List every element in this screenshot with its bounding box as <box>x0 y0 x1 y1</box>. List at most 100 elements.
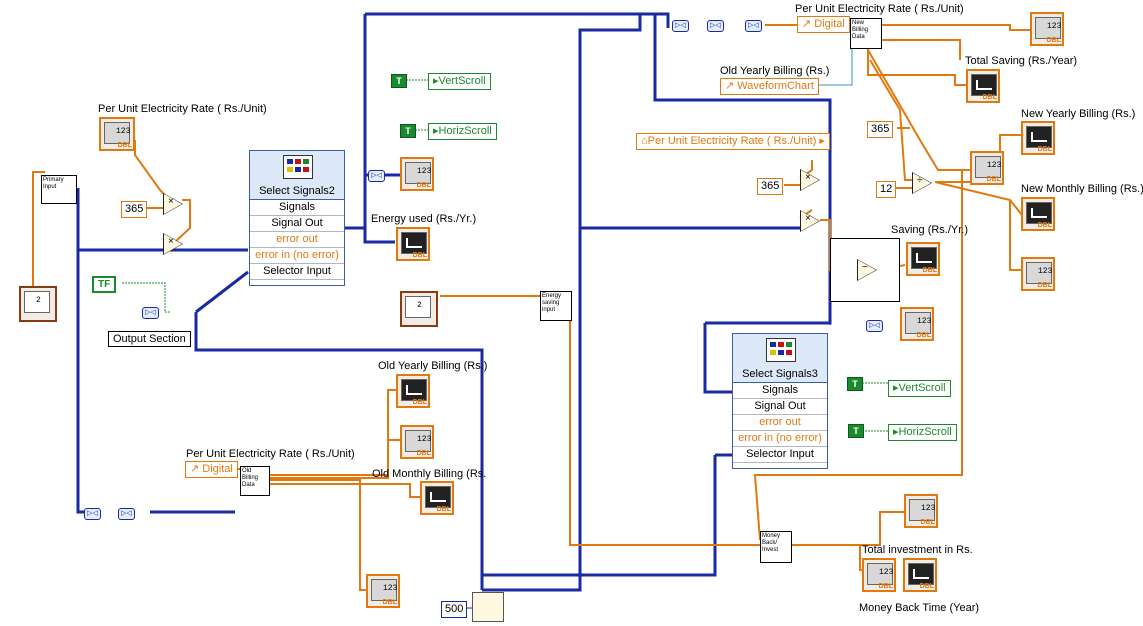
property-horiz-scroll-1-text: HorizScroll <box>438 125 492 137</box>
unbundle-node-bottom-2[interactable]: ▷◁ <box>118 508 135 520</box>
select-signals3-row-signals[interactable]: Signals <box>733 383 827 399</box>
property-vert-scroll-2[interactable]: ▸VertScroll <box>888 380 951 397</box>
loop-count-label: 2 <box>417 301 422 310</box>
dbl-label: DBL <box>986 176 1001 183</box>
dbl-label: DBL <box>919 583 934 590</box>
property-digital-top[interactable]: ↗ Digital <box>797 16 850 33</box>
multiply-node-2[interactable]: × <box>163 233 183 255</box>
property-vert-scroll-1[interactable]: ▸VertScroll <box>428 73 491 90</box>
boolean-true-constant-4[interactable]: T <box>848 424 864 438</box>
unbundle-node-top-2[interactable]: ▷◁ <box>707 20 724 32</box>
select-signals2-row-error-in[interactable]: error in (no error) <box>250 248 344 264</box>
numeric-label: 123 <box>417 435 432 444</box>
select-signals2-header: Select Signals2 <box>250 151 344 200</box>
unbundle-node-bottom-1[interactable]: ▷◁ <box>84 508 101 520</box>
select-signals3-node[interactable]: Select Signals3 Signals Signal Out error… <box>732 333 828 469</box>
subvi-old-billing-data[interactable]: Old Billing Data <box>240 466 270 496</box>
chart-new-monthly-billing[interactable]: DBL <box>1021 197 1055 231</box>
unbundle-node-top-3[interactable]: ▷◁ <box>745 20 762 32</box>
select-signals2-row-selector-input[interactable]: Selector Input <box>250 264 344 280</box>
loop-terminal-left[interactable]: 2 <box>19 286 57 322</box>
property-digital-top-text: Digital <box>814 18 845 30</box>
label-old-monthly-billing: Old Monthly Billing (Rs. <box>372 468 487 480</box>
select-signals-icon <box>283 155 313 179</box>
property-waveform-chart[interactable]: ↗ WaveformChart <box>720 78 819 95</box>
select-signals3-row-signal-out[interactable]: Signal Out <box>733 399 827 415</box>
select-signals3-title: Select Signals3 <box>742 368 818 380</box>
unbundle-node-top-1[interactable]: ▷◁ <box>672 20 689 32</box>
constant-12[interactable]: 12 <box>876 181 897 198</box>
numeric-label: 123 <box>383 584 398 593</box>
boolean-true-constant-1[interactable]: T <box>391 74 407 88</box>
multiply-node-4[interactable]: × <box>800 210 820 232</box>
subtract-node[interactable]: − <box>857 259 877 281</box>
chart-new-yearly-billing[interactable]: DBL <box>1021 121 1055 155</box>
unbundle-node-tf[interactable]: ▷◁ <box>142 307 159 319</box>
property-per-unit-rate[interactable]: ⌂Per Unit Electricity Rate ( Rs./Unit) ▸ <box>636 133 830 150</box>
subvi-new-billing-data[interactable]: New Billing Data <box>850 18 882 49</box>
subtract-structure[interactable]: − <box>830 238 900 302</box>
dbl-label: DBL <box>922 267 937 274</box>
numeric-label: 123 <box>1047 22 1062 31</box>
boolean-true-constant-3[interactable]: T <box>847 377 863 391</box>
constant-500[interactable]: 500 <box>441 601 468 618</box>
property-horiz-scroll-2[interactable]: ▸HorizScroll <box>888 424 957 441</box>
wait-timer-icon[interactable] <box>472 592 504 622</box>
numeric-label: 123 <box>921 504 936 513</box>
chart-saving[interactable]: DBL <box>906 242 940 276</box>
constant-365-right[interactable]: 365 <box>867 121 894 138</box>
property-digital-bottom[interactable]: ↗ Digital <box>185 461 238 478</box>
multiply-node-1[interactable]: × <box>163 193 183 215</box>
label-per-unit-rate-bottom: Per Unit Electricity Rate ( Rs./Unit) <box>186 448 355 460</box>
label-new-monthly-billing: New Monthly Billing (Rs.) <box>1021 183 1143 195</box>
property-horiz-scroll-2-text: HorizScroll <box>898 426 952 438</box>
chart-old-yearly-billing[interactable]: DBL <box>396 374 430 408</box>
select-signals3-header: Select Signals3 <box>733 334 827 383</box>
select-signals3-row-error-out[interactable]: error out <box>733 415 827 431</box>
unbundle-node-saving[interactable]: ▷◁ <box>866 320 883 332</box>
chart-money-back[interactable]: DBL <box>903 558 937 592</box>
chart-total-saving[interactable]: DBL <box>966 69 1000 103</box>
boolean-true-constant-2[interactable]: T <box>400 124 416 138</box>
label-per-unit-rate-top: Per Unit Electricity Rate ( Rs./Unit) <box>795 3 964 15</box>
subvi-primary-input[interactable]: Primary Input <box>41 175 77 204</box>
constant-365-left[interactable]: 365 <box>121 201 148 218</box>
constant-365-mid[interactable]: 365 <box>757 178 784 195</box>
numeric-label: 123 <box>116 127 131 136</box>
select-signals3-row-selector-input[interactable]: Selector Input <box>733 447 827 463</box>
select-signals2-row-signal-out[interactable]: Signal Out <box>250 216 344 232</box>
unbundle-node-1[interactable]: ▷◁ <box>368 170 385 182</box>
property-horiz-scroll-1[interactable]: ▸HorizScroll <box>428 123 497 140</box>
select-signals2-row-error-out[interactable]: error out <box>250 232 344 248</box>
subvi-money-back-invest[interactable]: Money Back/ Invest <box>760 531 792 563</box>
dbl-label: DBL <box>916 332 931 339</box>
dbl-label: DBL <box>412 252 427 259</box>
select-signals2-node[interactable]: Select Signals2 Signals Signal Out error… <box>249 150 345 286</box>
dbl-label: DBL <box>436 506 451 513</box>
numeric-label: 123 <box>987 161 1002 170</box>
dbl-label: DBL <box>982 94 997 101</box>
tf-control[interactable]: TF <box>92 276 117 293</box>
chart-old-monthly-billing[interactable]: DBL <box>420 481 454 515</box>
select-signals2-title: Select Signals2 <box>259 185 335 197</box>
dbl-label: DBL <box>1037 222 1052 229</box>
chart-energy-used[interactable]: DBL <box>396 227 430 261</box>
subvi-energy-saving-input[interactable]: Energy saving input <box>540 291 572 321</box>
select-signals3-row-error-in[interactable]: error in (no error) <box>733 431 827 447</box>
multiply-node-3[interactable]: × <box>800 169 820 191</box>
divide-node[interactable]: ÷ <box>912 172 932 194</box>
dbl-label: DBL <box>416 450 431 457</box>
property-vert-scroll-2-text: VertScroll <box>898 382 946 394</box>
select-signals2-row-signals[interactable]: Signals <box>250 200 344 216</box>
loop-terminal-mid[interactable]: 2 <box>400 291 438 327</box>
